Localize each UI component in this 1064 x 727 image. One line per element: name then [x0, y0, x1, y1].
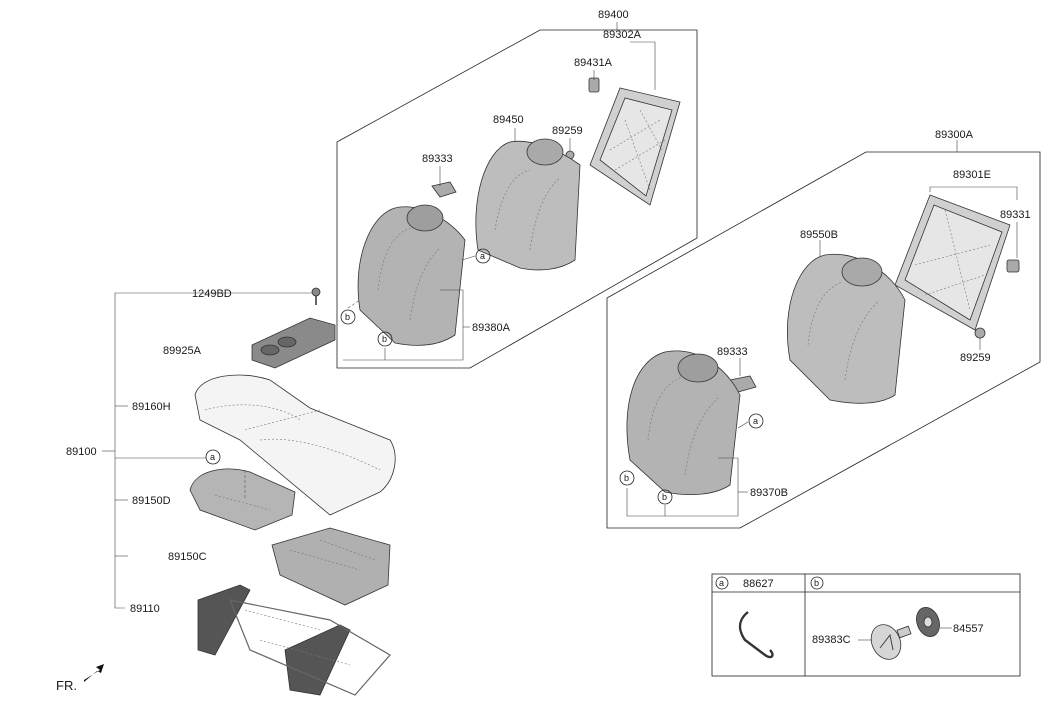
group-89400-boundary — [336, 29, 698, 369]
label-89331: 89331 — [1000, 209, 1031, 221]
label-1249BD: 1249BD — [192, 288, 232, 300]
label-89160H: 89160H — [132, 401, 171, 413]
label-89301E: 89301E — [953, 169, 991, 181]
label-89302A: 89302A — [603, 29, 642, 41]
callout-b-top-2 — [377, 331, 393, 347]
legend-b-letter: b — [814, 578, 819, 588]
callout-b-right-1-text: b — [624, 473, 629, 483]
label-89259-top: 89259 — [552, 125, 583, 137]
seat-pad-89150C[interactable] — [271, 527, 391, 606]
label-89380A: 89380A — [472, 322, 511, 334]
front-label: FR. — [56, 678, 77, 693]
part-89333-top[interactable] — [431, 181, 457, 198]
callout-b-top-1-text: b — [345, 312, 350, 322]
legend-box: a 88627 b — [711, 573, 1021, 677]
callout-b-top-2-text: b — [382, 334, 387, 344]
legend-a-part: 88627 — [743, 578, 774, 590]
label-89450: 89450 — [493, 114, 524, 126]
label-89259-right: 89259 — [960, 352, 991, 364]
label-89110: 89110 — [130, 603, 160, 615]
part-89259-right[interactable] — [974, 327, 986, 339]
cupholder-89925A[interactable] — [251, 317, 336, 369]
legend-b-circle — [810, 576, 824, 590]
label-89150C: 89150C — [168, 551, 207, 563]
seat-frame-89110[interactable] — [197, 584, 391, 696]
callout-b-top-1 — [340, 309, 356, 325]
label-89100: 89100 — [66, 446, 97, 458]
seatback-frame-89301E[interactable] — [894, 194, 1011, 331]
hook-clip-88627[interactable] — [738, 611, 774, 659]
seat-pad-89150D[interactable] — [189, 468, 296, 531]
label-89431A: 89431A — [574, 57, 613, 69]
callout-a-right — [748, 413, 764, 429]
seatback-assembly-89370B[interactable] — [626, 350, 741, 496]
callout-a-top-text: a — [480, 251, 485, 261]
bolt-1249BD[interactable] — [311, 287, 321, 305]
label-89150D: 89150D — [132, 495, 171, 507]
seatback-frame-89302A[interactable] — [589, 87, 681, 206]
label-89370B: 89370B — [750, 487, 788, 499]
label-89925A: 89925A — [163, 345, 202, 357]
seatback-cover-89450[interactable] — [475, 138, 581, 271]
label-89400: 89400 — [598, 9, 629, 21]
callout-a-left-text: a — [210, 452, 215, 462]
washer-84557[interactable] — [913, 604, 944, 640]
clip-89383C[interactable] — [866, 620, 912, 664]
callout-a-right-text: a — [753, 416, 758, 426]
seatback-assembly-89380A[interactable] — [357, 204, 466, 346]
label-89300A: 89300A — [935, 129, 974, 141]
callout-a-top — [475, 248, 491, 264]
label-89550B: 89550B — [800, 229, 838, 241]
legend-a-letter: a — [719, 578, 724, 588]
part-89331[interactable] — [1006, 259, 1020, 273]
group-89100 — [102, 287, 396, 696]
label-89333-top: 89333 — [422, 153, 453, 165]
callout-a-left — [205, 449, 221, 465]
seat-cushion-cover-89160H[interactable] — [194, 374, 396, 516]
legend-label-84557: 84557 — [953, 623, 984, 635]
callout-b-right-2-text: b — [662, 492, 667, 502]
seatback-cover-89550B[interactable] — [786, 253, 906, 404]
group-89300A-boundary — [606, 151, 1041, 529]
part-89431A[interactable] — [588, 77, 600, 93]
callout-b-right-1 — [619, 470, 635, 486]
callout-b-right-2 — [657, 489, 673, 505]
legend-label-89383C: 89383C — [812, 634, 851, 646]
group-89300A — [606, 140, 1041, 529]
label-89333-right: 89333 — [717, 346, 748, 358]
legend-a-circle — [715, 576, 729, 590]
group-89400 — [336, 22, 698, 369]
front-arrow-icon — [84, 664, 104, 682]
